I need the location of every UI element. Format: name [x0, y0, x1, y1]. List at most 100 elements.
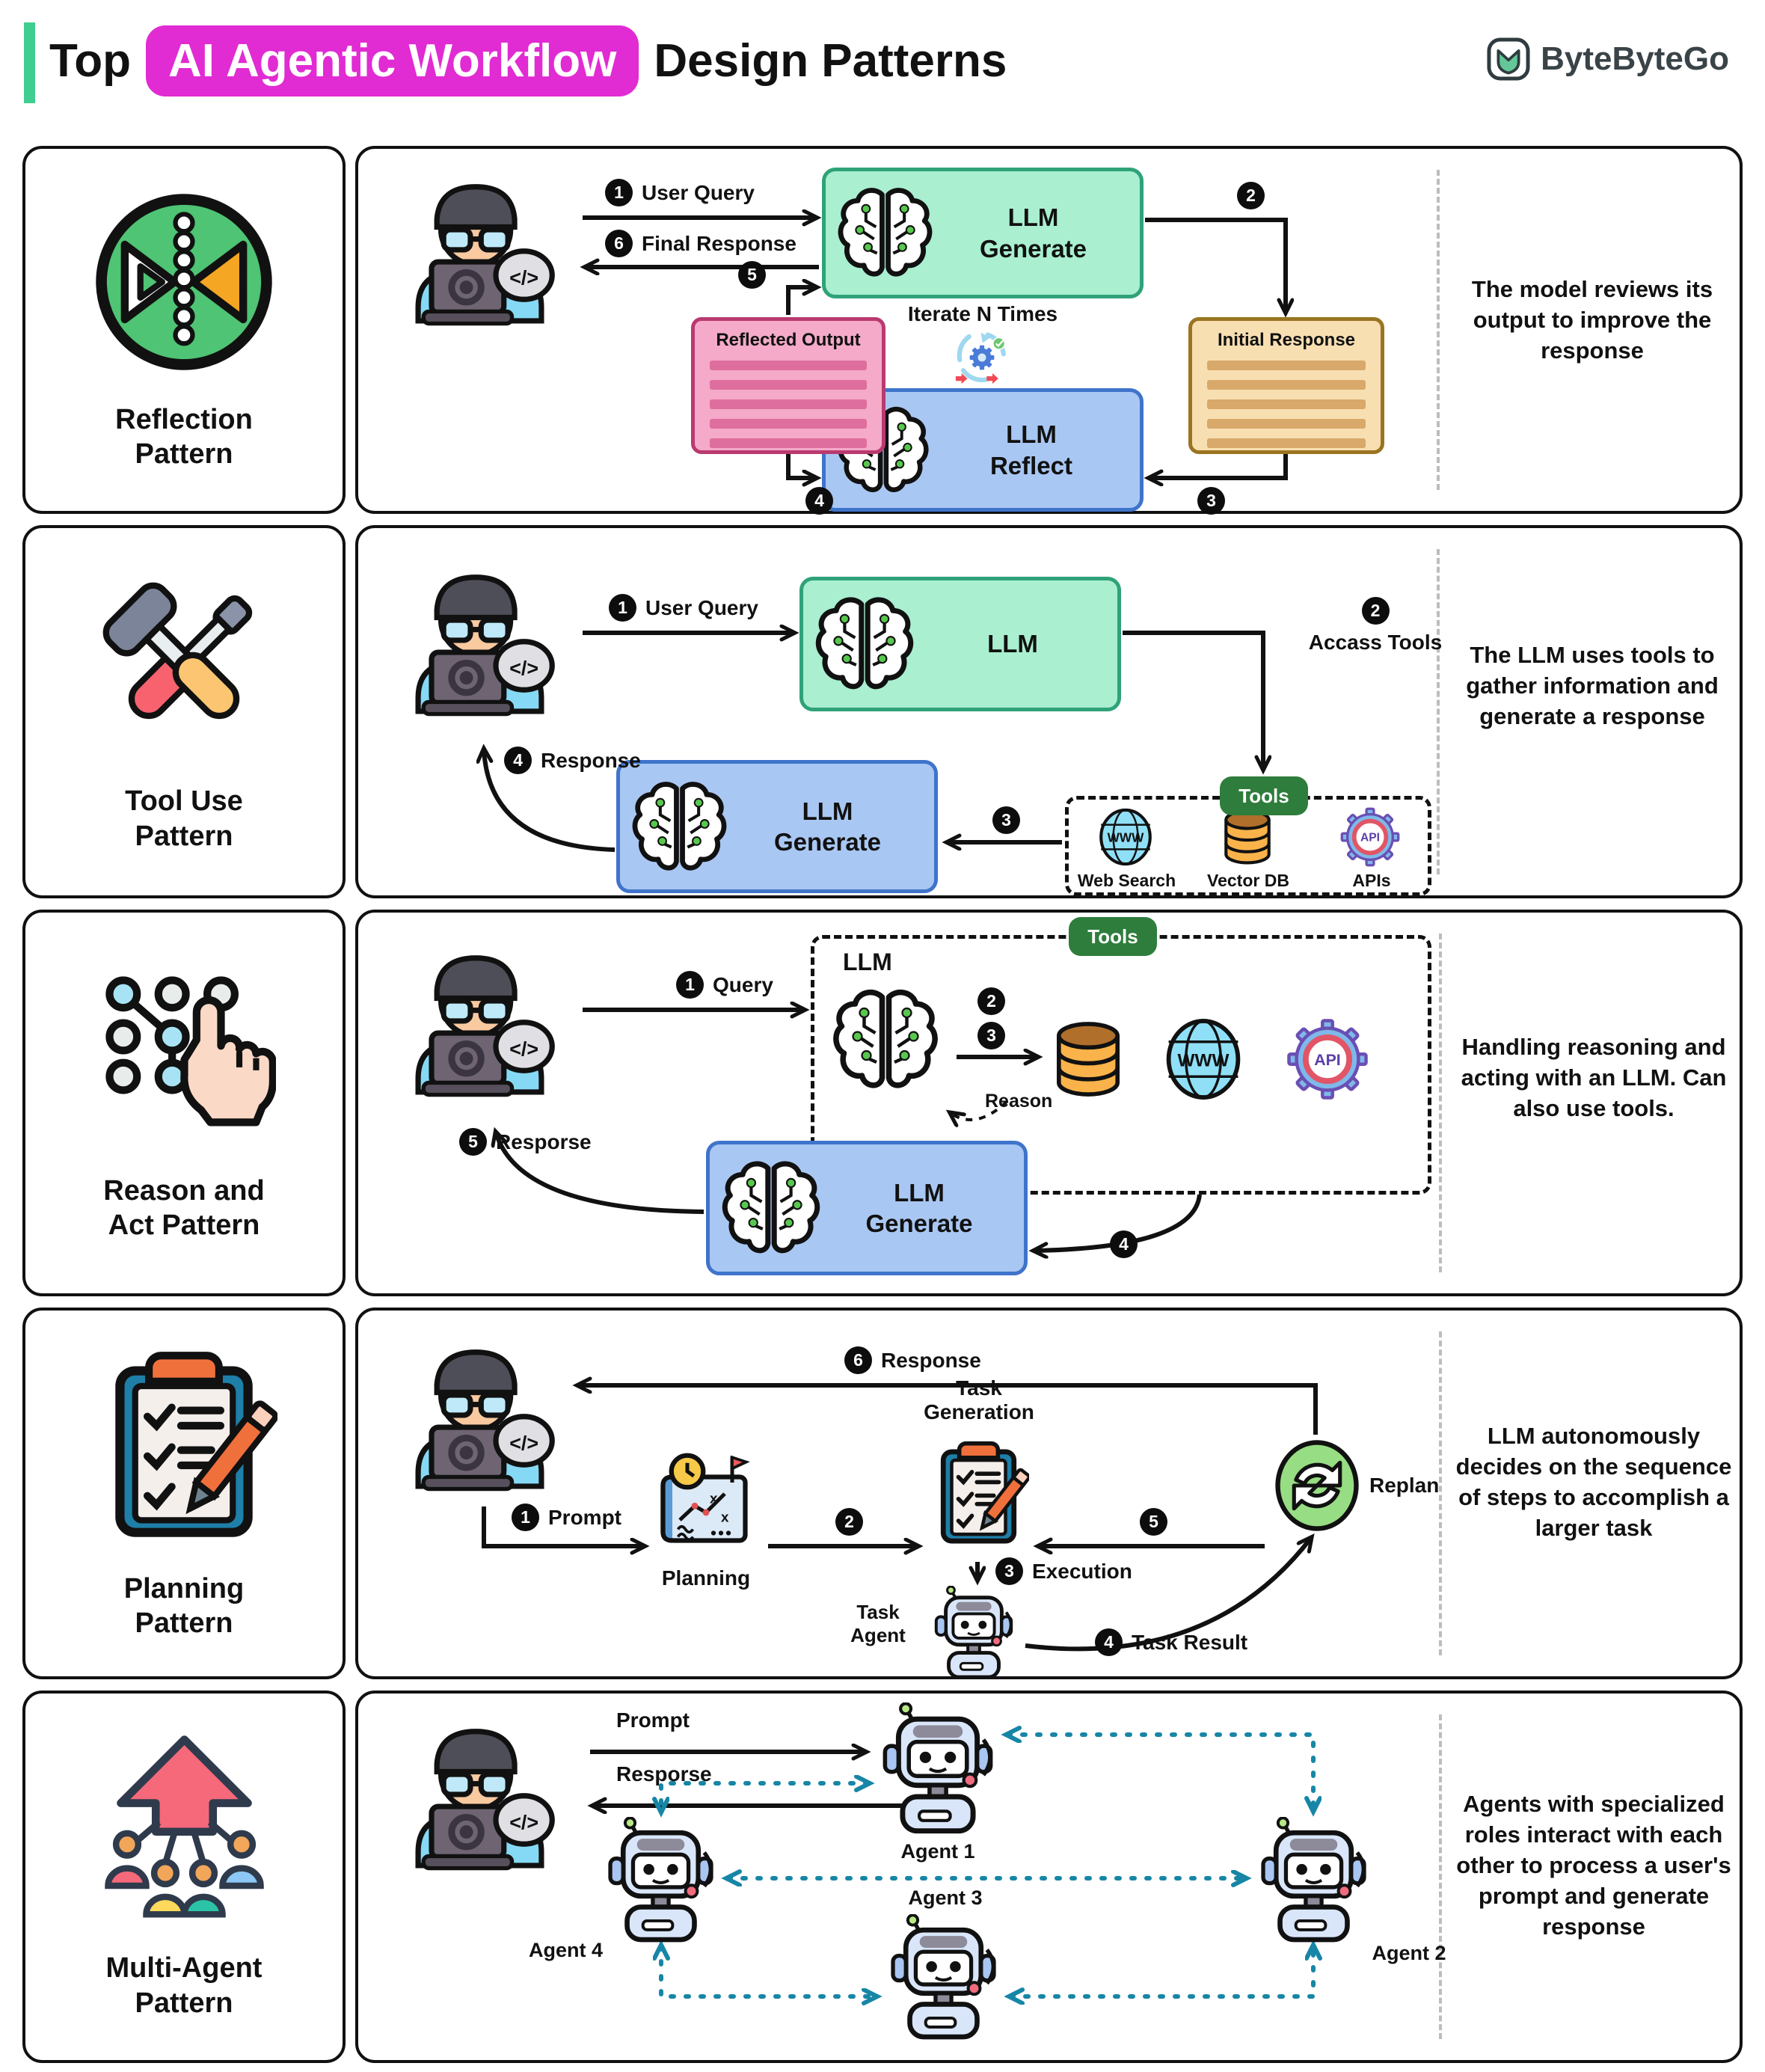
panel-reflection: Reflection Pattern [22, 146, 346, 514]
planning-map-icon [650, 1445, 762, 1557]
agent4-label: Agent 4 [528, 1939, 603, 1961]
pattern-title-reflection: Reflection Pattern [115, 403, 253, 470]
step-badge-4: 4 [805, 487, 833, 515]
title-suffix: Design Patterns [654, 35, 1007, 87]
step-badge-6: 6 [844, 1346, 872, 1374]
pattern-title-react: Reason and Act Pattern [103, 1174, 265, 1241]
title-highlight: AI Agentic Workflow [146, 25, 639, 96]
replan-icon [1269, 1438, 1365, 1533]
doc-title: Reflected Output [716, 330, 861, 350]
step-response: 5 Resporse [459, 1128, 592, 1156]
planning-icon [90, 1346, 277, 1545]
iterate-cycle-icon [953, 328, 1011, 387]
apis-label: APIs [1352, 871, 1391, 890]
pattern-title-tool-use: Tool Use Pattern [125, 785, 243, 852]
step-user-query: 1 User Query [605, 179, 755, 206]
step-label: Task Result [1132, 1630, 1248, 1654]
step-badge-3: 3 [1197, 487, 1225, 515]
vector-db-icon [1046, 1017, 1130, 1101]
task-generation-icon [928, 1429, 1029, 1557]
llm-label: LLM [987, 630, 1038, 658]
brain-icon [629, 776, 730, 877]
step-response: 6 Response [844, 1346, 981, 1374]
step-badge-1: 1 [676, 971, 704, 999]
doc-line [1207, 361, 1366, 370]
diagram-tool-use: 1 User Query 2 Accass Tools 3 4 Response… [355, 525, 1743, 898]
section-divider [1439, 1331, 1442, 1655]
tools-icon [90, 570, 277, 757]
diagram-planning: 6 Response 1 Prompt 2 5 3 Execution 4 Ta… [355, 1308, 1743, 1679]
step-label: Resporse [496, 1130, 592, 1153]
section-divider [1439, 934, 1442, 1272]
step-badge-1: 1 [605, 179, 633, 206]
pattern-description: Agents with specialized roles interact w… [1456, 1791, 1731, 1940]
step-user-query: 1 User Query [609, 594, 758, 622]
step-response: 4 Response [504, 747, 641, 774]
llm-generate-label: LLM Generate [979, 203, 1087, 263]
doc-line [710, 399, 867, 409]
brain-icon [719, 1156, 823, 1260]
pattern-description: LLM autonomously decides on the sequence… [1455, 1423, 1732, 1541]
pattern-title-planning: Planning Pattern [123, 1572, 245, 1639]
title-prefix: Top [49, 35, 132, 87]
panel-multi-agent: Multi-Agent Pattern [22, 1691, 346, 2063]
agent1-label: Agent 1 [900, 1840, 975, 1863]
pattern-description: Handling reasoning and acting with an LL… [1461, 1034, 1727, 1121]
doc-line [710, 438, 867, 448]
web-search-label: Web Search [1077, 871, 1176, 890]
diagram-multi-agent: Prompt Resporse Agent 1 Agent 4 Agent 3 … [355, 1691, 1743, 2063]
user-icon [399, 1723, 560, 1884]
doc-line [1207, 399, 1366, 409]
step-badge-1: 1 [512, 1504, 539, 1531]
llm-generate-box: LLM Generate [616, 760, 938, 893]
vector-db-icon [1217, 806, 1278, 868]
step-badge-2: 2 [1237, 182, 1265, 209]
web-search-icon [1160, 1016, 1247, 1103]
api-icon [1339, 806, 1401, 868]
step-badge-3: 3 [995, 1557, 1023, 1585]
step-badge-2: 2 [1361, 597, 1390, 625]
api-icon [1286, 1017, 1369, 1101]
step-label: Accass Tools [1308, 631, 1443, 654]
panel-react: Reason and Act Pattern [22, 910, 346, 1296]
agent2-robot-icon [1252, 1817, 1375, 1946]
multi-agent-icon [89, 1733, 280, 1924]
brain-icon [829, 984, 942, 1096]
reflected-output-doc: Reflected Output [691, 317, 885, 454]
user-icon [399, 179, 560, 340]
pattern-description: The LLM uses tools to gather information… [1466, 642, 1719, 729]
response-label: Resporse [616, 1762, 712, 1786]
llm-label: LLM [843, 948, 892, 975]
step-badge-2: 2 [977, 987, 1005, 1015]
user-icon [399, 569, 560, 730]
doc-line [1207, 438, 1366, 448]
diagram-react: 1 Query 2 3 Reason 4 5 Resporse LLM Tool… [355, 910, 1743, 1296]
task-agent-label: Task Agent [850, 1601, 906, 1646]
step-final-response: 6 Final Response [605, 230, 796, 257]
step-badge-3: 3 [992, 806, 1020, 834]
web-search-icon [1095, 806, 1156, 868]
step-badge-2: 2 [835, 1508, 863, 1536]
task-agent-robot-icon [925, 1586, 1022, 1682]
doc-line [710, 361, 867, 370]
brand-name: ByteByteGo [1541, 40, 1729, 77]
step-label: User Query [642, 180, 755, 204]
step-label: Response [881, 1348, 981, 1372]
doc-line [710, 380, 867, 390]
brain-icon [812, 592, 917, 696]
user-icon [399, 950, 560, 1111]
reason-act-icon [93, 963, 276, 1147]
step-badge-5: 5 [1140, 1508, 1167, 1536]
reason-label: Reason [985, 1091, 1053, 1112]
page-title: Top AI Agentic Workflow Design Patterns [49, 25, 1007, 96]
llm-box: LLM [799, 577, 1121, 711]
step-label: Query [713, 972, 773, 996]
pattern-description: The model reviews its output to improve … [1471, 276, 1713, 364]
iterate-label: Iterate N Times [907, 302, 1058, 325]
agent2-label: Agent 2 [1372, 1942, 1446, 1964]
vector-db-label: Vector DB [1207, 871, 1289, 890]
agent3-label: Agent 3 [908, 1886, 983, 1909]
user-icon [399, 1344, 560, 1505]
tools-pill: Tools [1220, 776, 1308, 815]
re flection-icon [90, 188, 277, 376]
